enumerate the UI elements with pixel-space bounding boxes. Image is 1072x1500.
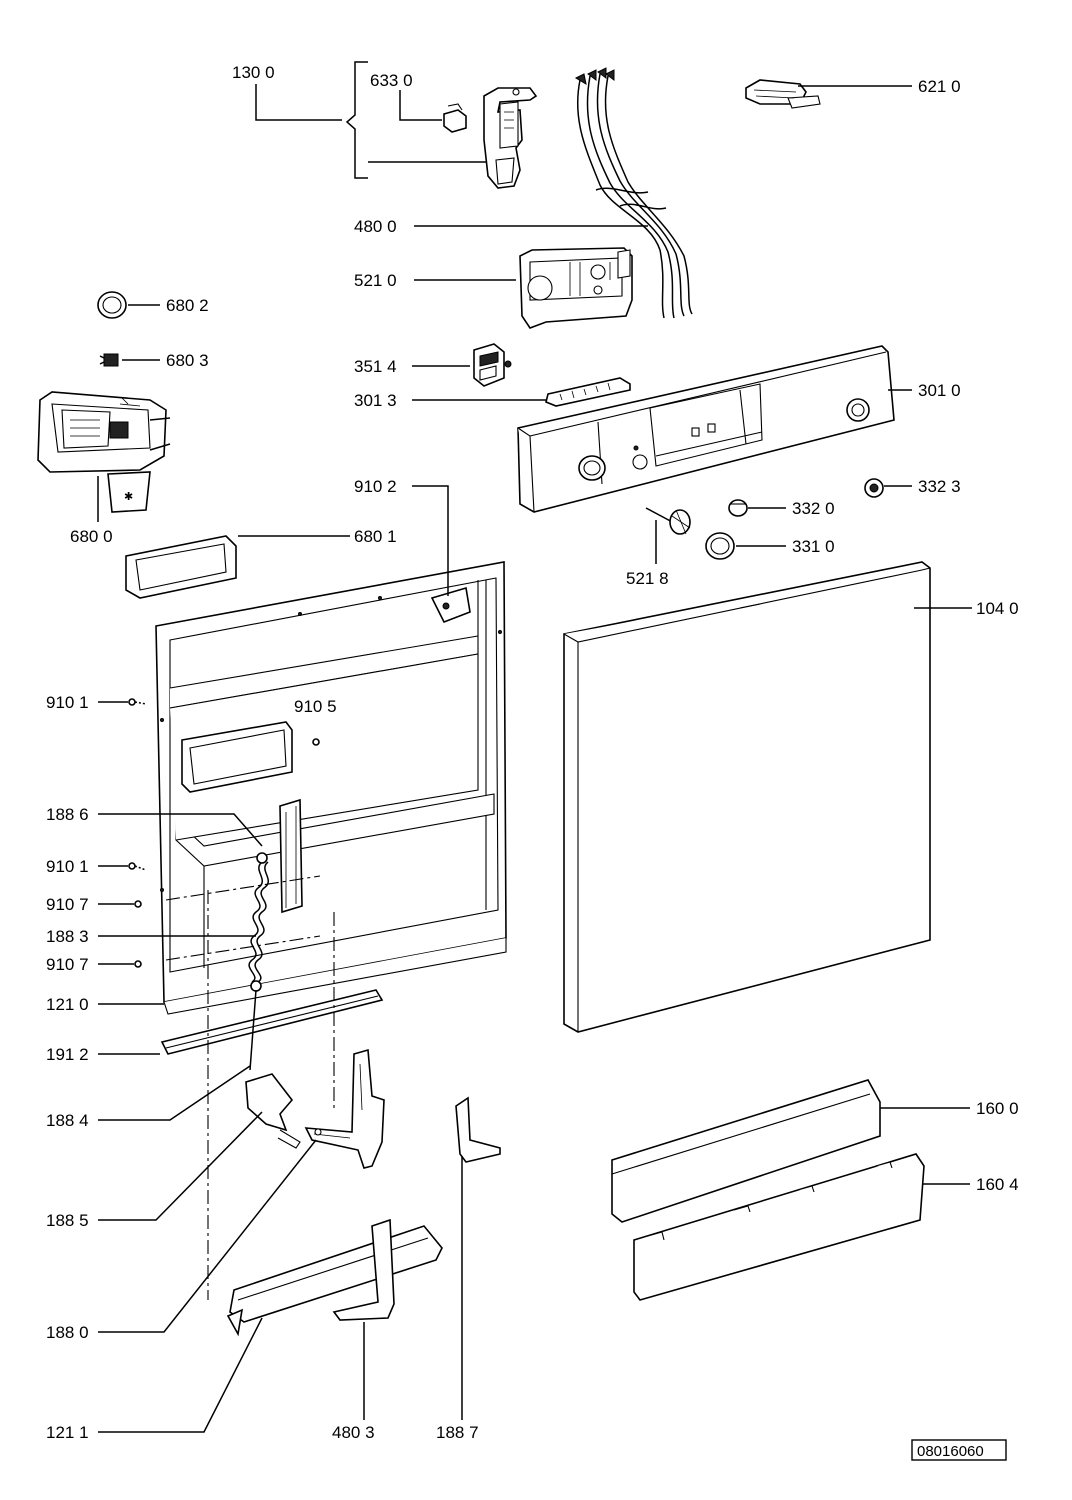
label-104-0: 104 0 — [976, 599, 1019, 618]
small-knob — [728, 499, 748, 517]
label-621-0: 621 0 — [918, 77, 961, 96]
label-188-5: 188 5 — [46, 1211, 89, 1230]
screws — [128, 698, 320, 968]
label-521-0: 521 0 — [354, 271, 397, 290]
label-910-5: 910 5 — [294, 697, 337, 716]
label-332-3: 332 3 — [918, 477, 961, 496]
label-480-0: 480 0 — [354, 217, 397, 236]
label-188-6: 188 6 — [46, 805, 89, 824]
dispenser-star-glyph: ✱ — [124, 491, 133, 503]
connector-block — [745, 79, 821, 109]
seal-ring — [97, 291, 127, 319]
kick-plate-upper — [611, 1079, 881, 1223]
label-910-1-bottom: 910 1 — [46, 857, 89, 876]
rotary-knob — [705, 532, 735, 560]
label-188-4: 188 4 — [46, 1111, 89, 1130]
label-160-4: 160 4 — [976, 1175, 1019, 1194]
control-panel — [517, 345, 895, 513]
detergent-dispenser: ✱ — [37, 391, 171, 513]
dispenser-gasket — [125, 535, 237, 599]
door-lock-assembly — [255, 61, 538, 189]
rotary-switch — [645, 507, 691, 535]
label-331-0: 331 0 — [792, 537, 835, 556]
hinge-spring-assembly — [245, 852, 385, 1169]
label-351-4: 351 4 — [354, 357, 397, 376]
label-480-3: 480 3 — [332, 1423, 375, 1442]
drawing-number: 08016060 — [917, 1443, 984, 1460]
label-910-2: 910 2 — [354, 477, 397, 496]
outer-door-panel — [563, 561, 931, 1033]
label-910-7-bottom: 910 7 — [46, 955, 89, 974]
inner-door-panel — [155, 561, 507, 1015]
label-680-2: 680 2 — [166, 296, 209, 315]
wiring-harness — [574, 67, 693, 319]
switch-element — [473, 343, 512, 387]
door-trim-strip — [160, 989, 384, 1055]
label-332-0: 332 0 — [792, 499, 835, 518]
label-121-0: 121 0 — [46, 995, 89, 1014]
label-188-7: 188 7 — [436, 1423, 479, 1442]
label-680-0: 680 0 — [70, 527, 113, 546]
drawing-number-box — [911, 1439, 1007, 1461]
label-188-0: 188 0 — [46, 1323, 89, 1342]
label-191-2: 191 2 — [46, 1045, 89, 1064]
small-clip — [99, 353, 119, 367]
label-680-1: 680 1 — [354, 527, 397, 546]
label-301-3: 301 3 — [354, 391, 397, 410]
knob — [864, 478, 884, 498]
label-130-0: 130 0 — [232, 63, 275, 82]
label-121-1: 121 1 — [46, 1423, 89, 1442]
label-910-1-top: 910 1 — [46, 693, 89, 712]
electronic-control-board — [519, 247, 633, 329]
kick-plate-lower — [633, 1153, 925, 1301]
label-301-0: 301 0 — [918, 381, 961, 400]
mounting-bracket — [455, 1096, 501, 1163]
bottom-rail — [226, 1218, 443, 1337]
label-521-8: 521 8 — [626, 569, 669, 588]
label-910-7-top: 910 7 — [46, 895, 89, 914]
label-160-0: 160 0 — [976, 1099, 1019, 1118]
label-633-0: 633 0 — [370, 71, 413, 90]
label-680-3: 680 3 — [166, 351, 209, 370]
label-188-3: 188 3 — [46, 927, 89, 946]
push-button-strip — [545, 377, 631, 407]
